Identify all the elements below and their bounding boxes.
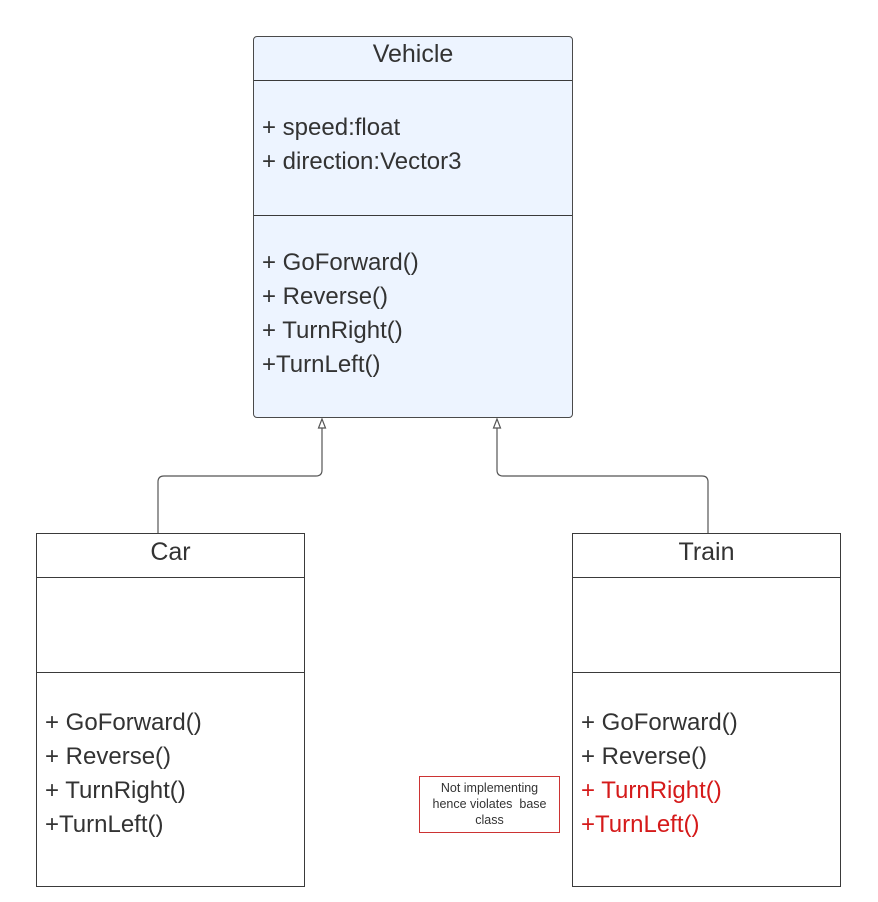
train-attributes-divider [573,672,840,673]
car-inheritance-arrowhead [317,417,327,429]
violation-note-line: class [475,813,504,827]
car-name-divider [37,577,304,578]
train-methods: + GoForward() + Reverse() + TurnRight() … [581,706,738,842]
vehicle-method: + TurnRight() [262,317,403,344]
train-method-unimplemented: + TurnRight() [581,777,722,804]
vehicle-class: Vehicle + speed:float + direction:Vector… [253,36,573,418]
violation-note-line: Not implementing [440,781,539,795]
train-inheritance-arrowhead [492,417,502,429]
vehicle-attribute: + direction:Vector3 [262,148,462,175]
train-class: Train + GoForward() + Reverse() + TurnRi… [572,533,841,887]
train-method: + GoForward() [581,709,738,736]
car-method: + TurnRight() [45,777,186,804]
vehicle-class-name: Vehicle [372,40,454,68]
car-class: Car + GoForward() + Reverse() + TurnRigh… [36,533,305,887]
car-class-name: Car [150,538,191,566]
vehicle-method: +TurnLeft() [262,351,381,378]
violation-note: Not implementing hence violates base cla… [419,776,560,833]
vehicle-attributes-divider [254,215,572,216]
train-method-unimplemented: +TurnLeft() [581,811,700,838]
train-method: + Reverse() [581,743,708,770]
vehicle-attributes: + speed:float + direction:Vector3 [262,111,461,179]
vehicle-method: + GoForward() [262,249,419,276]
train-name-divider [573,577,840,578]
train-to-vehicle-connector [496,428,709,533]
car-methods: + GoForward() + Reverse() + TurnRight() … [45,706,202,842]
car-attributes-divider [37,672,304,673]
car-method: + GoForward() [45,709,202,736]
vehicle-name-divider [254,80,572,81]
vehicle-methods: + GoForward() + Reverse() + TurnRight() … [262,246,419,382]
vehicle-method: + Reverse() [262,283,389,310]
car-method: +TurnLeft() [45,811,164,838]
car-to-vehicle-connector [157,428,323,533]
car-method: + Reverse() [45,743,172,770]
violation-note-line: hence violates base [432,797,547,811]
vehicle-attribute: + speed:float [262,114,401,141]
train-class-name: Train [678,538,735,566]
